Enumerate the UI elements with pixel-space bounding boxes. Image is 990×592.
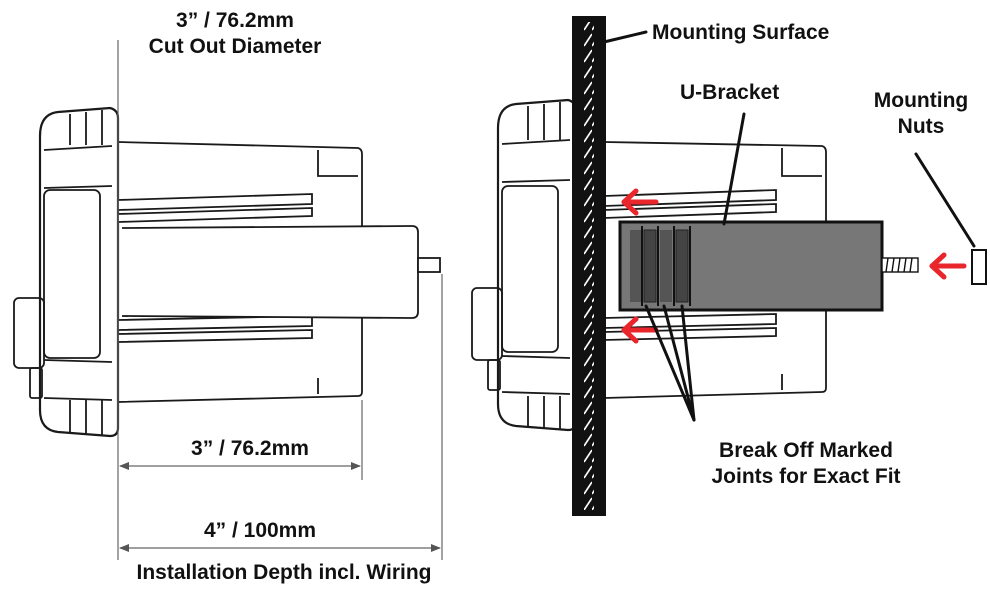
cutout-dim: 3” / 76.2mm bbox=[176, 9, 294, 32]
right-gauge bbox=[471, 98, 827, 432]
break-off-line1: Break Off Marked bbox=[719, 439, 893, 462]
left-gauge-stem bbox=[121, 225, 419, 319]
push-arrows bbox=[621, 188, 967, 344]
install-depth-caption: Installation Depth incl. Wiring bbox=[136, 561, 432, 584]
cutout-caption: Cut Out Diameter bbox=[148, 35, 322, 59]
right-gauge-button bbox=[471, 287, 503, 361]
u-bracket-label: U-Bracket bbox=[680, 81, 780, 104]
leader-mounting-nuts bbox=[914, 152, 976, 248]
leader-break-off-3 bbox=[680, 304, 696, 422]
red-arrow-upper bbox=[621, 188, 659, 216]
leader-break-off-1 bbox=[644, 304, 696, 422]
mounting-nuts-label: Mounting Nuts bbox=[856, 88, 986, 141]
body-length-label: 3” / 76.2mm bbox=[191, 437, 309, 460]
threaded-rod bbox=[881, 257, 919, 273]
install-depth-label: 4” / 100mm bbox=[203, 519, 317, 542]
cutout-dimension-label: 3” / 76.2mm Cut Out Diameter bbox=[100, 8, 370, 61]
break-off-label: Break Off Marked Joints for Exact Fit bbox=[676, 438, 936, 491]
right-gauge-bezel bbox=[496, 98, 578, 432]
left-gauge-button bbox=[13, 297, 45, 369]
left-gauge-wire-stub bbox=[417, 257, 441, 273]
u-bracket bbox=[618, 220, 884, 312]
left-gauge-bezel bbox=[38, 106, 120, 438]
mounting-nuts-line2: Nuts bbox=[897, 115, 945, 139]
red-arrow-lower bbox=[621, 316, 659, 344]
mounting-surface-label: Mounting Surface bbox=[652, 21, 830, 44]
leader-u-bracket bbox=[722, 112, 746, 226]
break-off-line2: Joints for Exact Fit bbox=[711, 465, 901, 489]
mounting-nuts-line1: Mounting bbox=[873, 89, 969, 112]
leader-break-off-2 bbox=[662, 304, 696, 422]
mounting-nut bbox=[971, 249, 987, 285]
left-dimensions bbox=[117, 40, 443, 560]
leader-lines bbox=[602, 30, 976, 422]
left-gauge bbox=[13, 106, 441, 438]
red-arrow-nut bbox=[929, 252, 967, 280]
leader-mounting-surface bbox=[602, 30, 648, 44]
